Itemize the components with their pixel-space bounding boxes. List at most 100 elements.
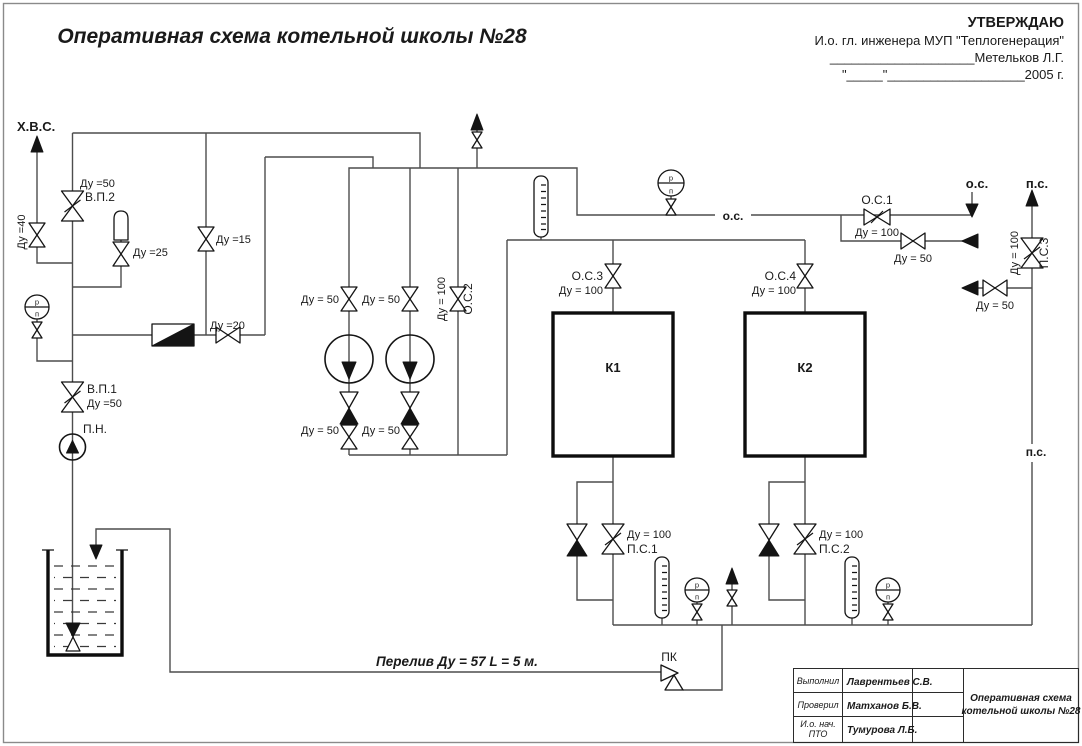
label-ps1: П.С.1 bbox=[627, 542, 658, 556]
check-valve-pump2 bbox=[400, 391, 420, 425]
stamp-doc-title-1: Оперативная схема bbox=[970, 693, 1072, 704]
pressure-gauge-2: р п bbox=[657, 169, 685, 197]
boiler-k2 bbox=[743, 311, 867, 458]
label-ps-network: п.с. bbox=[1026, 176, 1048, 191]
gauge-letter: п bbox=[695, 593, 699, 602]
label-os2: О.С.2 bbox=[461, 283, 475, 315]
label-ps-drain-du: Ду = 50 bbox=[976, 300, 1014, 312]
label-pump2-inlet-du: Ду = 50 bbox=[362, 294, 400, 306]
valve-airvent2 bbox=[726, 589, 738, 607]
arrow-ps-out bbox=[1025, 189, 1039, 207]
label-bg bbox=[715, 209, 751, 222]
gauge-letter: п bbox=[886, 593, 890, 602]
diagram-labels: Х.В.С. Ду =40 Ду =50 В.П.2 Ду =25 Ду =15… bbox=[16, 119, 1056, 669]
arrow-airvent2-up bbox=[725, 567, 739, 585]
stamp-role-1: Выполнил bbox=[797, 676, 840, 686]
check-valve-pump1 bbox=[339, 391, 359, 425]
valve-os4 bbox=[796, 263, 814, 289]
pipe-xvs-branch bbox=[36, 150, 73, 264]
approval-block: УТВЕРЖДАЮ И.о. гл. инженера МУП "Теплоге… bbox=[814, 15, 1064, 82]
label-os4: О.С.4 bbox=[765, 269, 797, 283]
label-os-line: о.с. bbox=[723, 209, 744, 223]
label-vp1-du: Ду =50 bbox=[87, 398, 122, 410]
label-du15: Ду =15 bbox=[216, 234, 251, 246]
tank-walls bbox=[46, 550, 124, 657]
valve-ps2 bbox=[793, 523, 817, 555]
label-vp1: В.П.1 bbox=[87, 382, 117, 396]
stamp-name-3: Тумурова Л.Б. bbox=[847, 725, 917, 736]
foot-valve-bottom bbox=[65, 636, 81, 652]
gauge-letter: п bbox=[35, 310, 39, 319]
page-title: Оперативная схема котельной школы №28 bbox=[57, 25, 527, 48]
label-boiler-k2: К2 bbox=[797, 360, 812, 375]
foot-valve-top bbox=[65, 622, 81, 638]
pipe-top-link bbox=[72, 132, 421, 168]
check-valve-k2-bypass bbox=[758, 523, 780, 557]
label-vp2: В.П.2 bbox=[85, 190, 115, 204]
label-bg bbox=[1016, 445, 1056, 459]
stamp-role-3b: ПТО bbox=[809, 729, 828, 739]
title-block: Выполнил Лаврентьев С.В. Проверил Матхан… bbox=[793, 668, 1081, 743]
gauge-letter: р bbox=[669, 174, 673, 183]
valve-os1 bbox=[863, 208, 891, 226]
label-boiler-k1: К1 bbox=[605, 360, 620, 375]
pressure-gauge-3: р п bbox=[684, 577, 710, 603]
gauge-letter: р bbox=[695, 581, 699, 590]
approval-signature-line: ____________________Метельков Л.Г. bbox=[829, 50, 1064, 65]
valve-du40 bbox=[28, 222, 46, 248]
stamp-role-3a: И.о. нач. bbox=[800, 719, 835, 729]
tank-inlet-arrow bbox=[89, 544, 103, 560]
label-os3-du: Ду = 100 bbox=[559, 285, 603, 297]
thermometer-header bbox=[533, 175, 549, 238]
thermometer-k2 bbox=[844, 556, 860, 619]
flow-arrows bbox=[30, 113, 1039, 585]
stamp-name-2: Матханов Б.В. bbox=[847, 701, 922, 712]
valve-vp1 bbox=[60, 381, 85, 413]
valve-ps-drain bbox=[982, 279, 1008, 297]
valve-pump2-inlet bbox=[401, 286, 419, 312]
stamp-name-1: Лаврентьев С.В. bbox=[846, 677, 933, 688]
valve-vp2 bbox=[60, 190, 85, 222]
label-du25: Ду =25 bbox=[133, 247, 168, 259]
label-du20: Ду =20 bbox=[210, 320, 245, 332]
gauge-letter: п bbox=[669, 187, 673, 196]
boiler-k1 bbox=[551, 311, 675, 458]
pipe-filter-link bbox=[265, 156, 374, 168]
stamp-doc-title-2: котельной школы №28 bbox=[961, 706, 1080, 717]
approval-date-line: "_____"___________________2005 г. bbox=[842, 67, 1064, 82]
pipe-k1-bypass bbox=[576, 481, 613, 601]
pressure-gauge-1: р п bbox=[24, 294, 50, 320]
label-vp2-du: Ду =50 bbox=[80, 178, 115, 190]
approval-stamp-word: УТВЕРЖДАЮ bbox=[968, 15, 1064, 31]
valve-os3 bbox=[604, 263, 622, 289]
label-pk: ПК bbox=[661, 650, 677, 664]
arrow-os-drain bbox=[961, 233, 979, 249]
label-ps-line: п.с. bbox=[1026, 445, 1047, 459]
pump-pn bbox=[58, 433, 87, 461]
tank-water-level bbox=[54, 565, 116, 648]
valve-pump1-outlet bbox=[340, 424, 358, 450]
filter bbox=[151, 323, 195, 347]
stamp-role-2: Проверил bbox=[797, 700, 838, 710]
label-du40: Ду =40 bbox=[16, 215, 28, 250]
valve-du15 bbox=[197, 226, 215, 252]
pipe-return-header bbox=[348, 167, 972, 455]
valve-airvent1 bbox=[471, 131, 483, 149]
pressure-gauge-4: р п bbox=[875, 577, 901, 603]
pipe-k2-bypass bbox=[768, 481, 805, 601]
pipe-overflow bbox=[95, 528, 661, 673]
valve-gauge1 bbox=[31, 321, 43, 339]
safety-valve-pk bbox=[660, 664, 684, 691]
thermometer-k1 bbox=[654, 556, 670, 619]
valve-os-drain bbox=[900, 232, 926, 250]
label-os1: О.С.1 bbox=[861, 193, 893, 207]
label-pump1-outlet-du: Ду = 50 bbox=[301, 425, 339, 437]
label-pn: П.Н. bbox=[83, 422, 107, 436]
label-ps1-du: Ду = 100 bbox=[627, 529, 671, 541]
approval-position: И.о. гл. инженера МУП "Теплогенерация" bbox=[814, 33, 1064, 48]
valve-gauge2 bbox=[665, 198, 677, 216]
label-overflow-note: Перелив Ду = 57 L = 5 м. bbox=[376, 654, 538, 669]
